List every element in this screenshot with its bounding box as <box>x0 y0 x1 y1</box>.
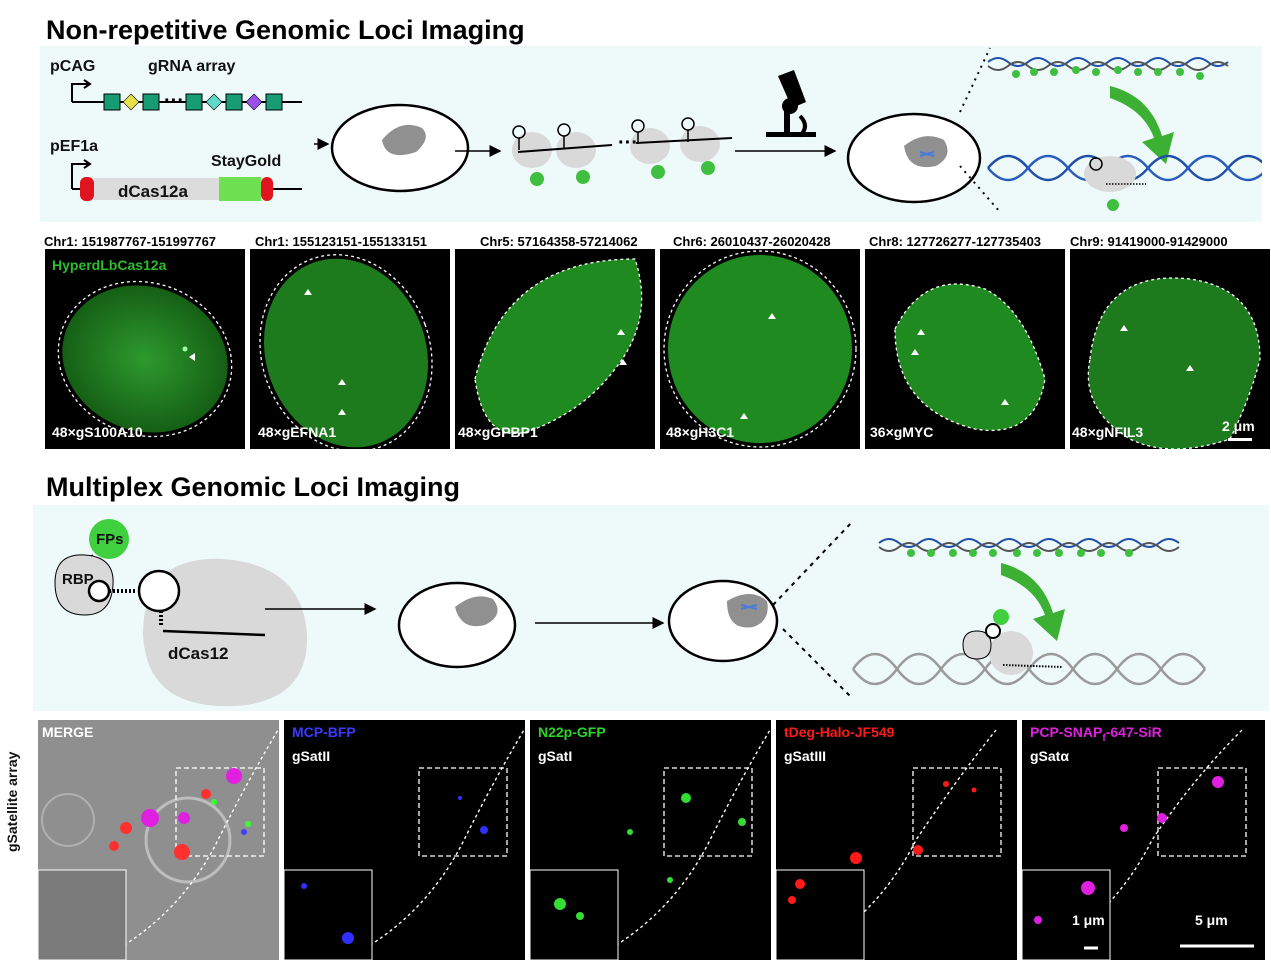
guide-label: gSatα <box>1030 748 1069 764</box>
guide-label: gSatII <box>292 748 331 764</box>
channel-label: MCP-BFP <box>292 724 356 740</box>
row-label: gSatellite array <box>4 751 20 852</box>
coord-label: Chr5: 57164358-57214062 <box>480 234 638 249</box>
guide-label: 48×gS100A10 <box>52 424 143 440</box>
channel-label: PCP-SNAPf-647-SiR <box>1030 724 1162 744</box>
guide-label: 48×gH3C1 <box>666 424 735 440</box>
pcag-label: pCAG <box>50 58 96 75</box>
grna-array-label: gRNA array <box>148 58 236 75</box>
micrograph-panel <box>45 249 245 449</box>
scale-bar <box>1228 438 1252 441</box>
scale-bar-label: 2 μm <box>1222 418 1255 434</box>
channel-label: N22p-GFP <box>538 724 606 740</box>
rbp-label: RBP <box>62 571 94 588</box>
channel-label-sub: f <box>1102 732 1106 744</box>
guide-label: gSatI <box>538 748 573 764</box>
guide-label: 48×gNFIL3 <box>1072 424 1144 440</box>
bottom-section-title: Multiplex Genomic Loci Imaging <box>46 472 461 502</box>
micrograph-panel <box>250 249 450 449</box>
guide-label: 48×gGPBP1 <box>458 424 538 440</box>
staygold-label: StayGold <box>211 153 282 170</box>
dcas12-label: dCas12 <box>168 644 229 663</box>
micrograph-panel <box>865 249 1065 449</box>
guide-label: gSatIII <box>784 748 827 764</box>
coord-label: Chr9: 91419000-91429000 <box>1070 234 1228 249</box>
snap-panel <box>1022 720 1265 960</box>
grna-array-construct: ··· <box>71 79 302 112</box>
micrograph-panel <box>1070 249 1270 449</box>
bottom-pathway-schematic <box>54 519 1207 707</box>
bfp-panel <box>284 720 525 960</box>
halo-panel <box>776 720 1017 960</box>
channel-label-main: PCP-SNAP <box>1030 724 1103 740</box>
coord-label: Chr8: 127726277-127735403 <box>869 234 1042 249</box>
dcas12a-construct <box>71 159 302 201</box>
channel-label: tDeg-Halo-JF549 <box>784 724 895 740</box>
fps-label: FPs <box>96 531 124 548</box>
coord-label: Chr1: 155123151-155133151 <box>255 234 428 249</box>
svg-text:···: ··· <box>164 90 184 112</box>
gfp-panel <box>530 720 771 960</box>
micrograph-panel <box>660 249 860 449</box>
top-pathway-schematic: ··· <box>314 47 1262 213</box>
pef1a-label: pEF1a <box>50 138 99 155</box>
dcas12a-label: dCas12a <box>118 182 188 201</box>
channel-label-tail: -647-SiR <box>1105 724 1162 740</box>
micrograph-panel <box>455 249 655 449</box>
guide-label: 48×gEFNA1 <box>258 424 337 440</box>
coord-label: Chr6: 26010437-26020428 <box>673 234 831 249</box>
merge-panel <box>38 720 279 960</box>
top-section-title: Non-repetitive Genomic Loci Imaging <box>46 15 525 45</box>
inset-scale-label: 1 μm <box>1072 912 1105 928</box>
guide-label: 36×gMYC <box>870 424 934 440</box>
coord-label: Chr1: 151987767-151997767 <box>44 234 217 249</box>
channel-label: MERGE <box>42 724 94 740</box>
main-scale-label: 5 μm <box>1195 912 1228 928</box>
svg-text:···: ··· <box>618 132 638 154</box>
channel-label: HyperdLbCas12a <box>52 257 167 273</box>
